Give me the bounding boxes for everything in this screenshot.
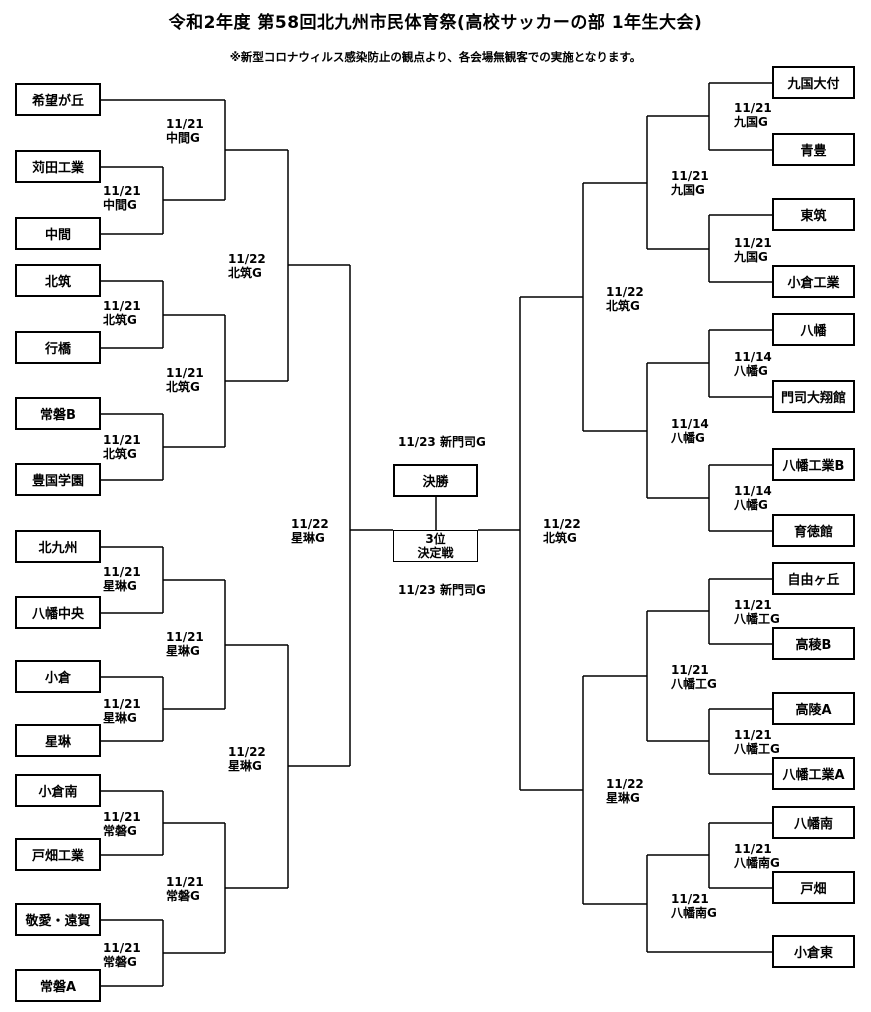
- team-left-12: 小倉南: [15, 774, 101, 807]
- notice-text: ※新型コロナウィルス感染防止の観点より、各会場無観客での実施となります。: [229, 50, 642, 64]
- team-right-1: 九国大付: [772, 66, 855, 99]
- team-left-9: 八幡中央: [15, 596, 101, 629]
- team-right-11: 高陵A: [772, 692, 855, 725]
- team-left-10: 小倉: [15, 660, 101, 693]
- team-right-13: 八幡南: [772, 806, 855, 839]
- third-place-box: 3位 決定戦: [393, 530, 478, 562]
- team-right-12: 八幡工業A: [772, 757, 855, 790]
- team-left-5: 行橋: [15, 331, 101, 364]
- team-left-3: 中間: [15, 217, 101, 250]
- team-left-4: 北筑: [15, 264, 101, 297]
- final-box: 決勝: [393, 464, 478, 497]
- team-right-7: 八幡工業B: [772, 448, 855, 481]
- team-left-13: 戸畑工業: [15, 838, 101, 871]
- team-left-6: 常磐B: [15, 397, 101, 430]
- team-left-11: 星琳: [15, 724, 101, 757]
- team-left-2: 苅田工業: [15, 150, 101, 183]
- team-left-14: 敬愛・遠賀: [15, 903, 101, 936]
- team-right-10: 高稜B: [772, 627, 855, 660]
- team-right-6: 門司大翔館: [772, 380, 855, 413]
- team-right-4: 小倉工業: [772, 265, 855, 298]
- team-right-8: 育徳館: [772, 514, 855, 547]
- page-title: 令和2年度 第58回北九州市民体育祭(高校サッカーの部 1年生大会): [168, 13, 703, 33]
- team-left-15: 常磐A: [15, 969, 101, 1002]
- team-right-5: 八幡: [772, 313, 855, 346]
- team-right-2: 青豊: [772, 133, 855, 166]
- team-right-14: 戸畑: [772, 871, 855, 904]
- team-left-1: 希望が丘: [15, 83, 101, 116]
- team-left-7: 豊国学園: [15, 463, 101, 496]
- team-left-8: 北九州: [15, 530, 101, 563]
- team-right-15: 小倉東: [772, 935, 855, 968]
- final-info: 11/23 新門司G: [398, 435, 486, 449]
- third-place-info: 11/23 新門司G: [398, 583, 486, 597]
- team-right-9: 自由ヶ丘: [772, 562, 855, 595]
- team-right-3: 東筑: [772, 198, 855, 231]
